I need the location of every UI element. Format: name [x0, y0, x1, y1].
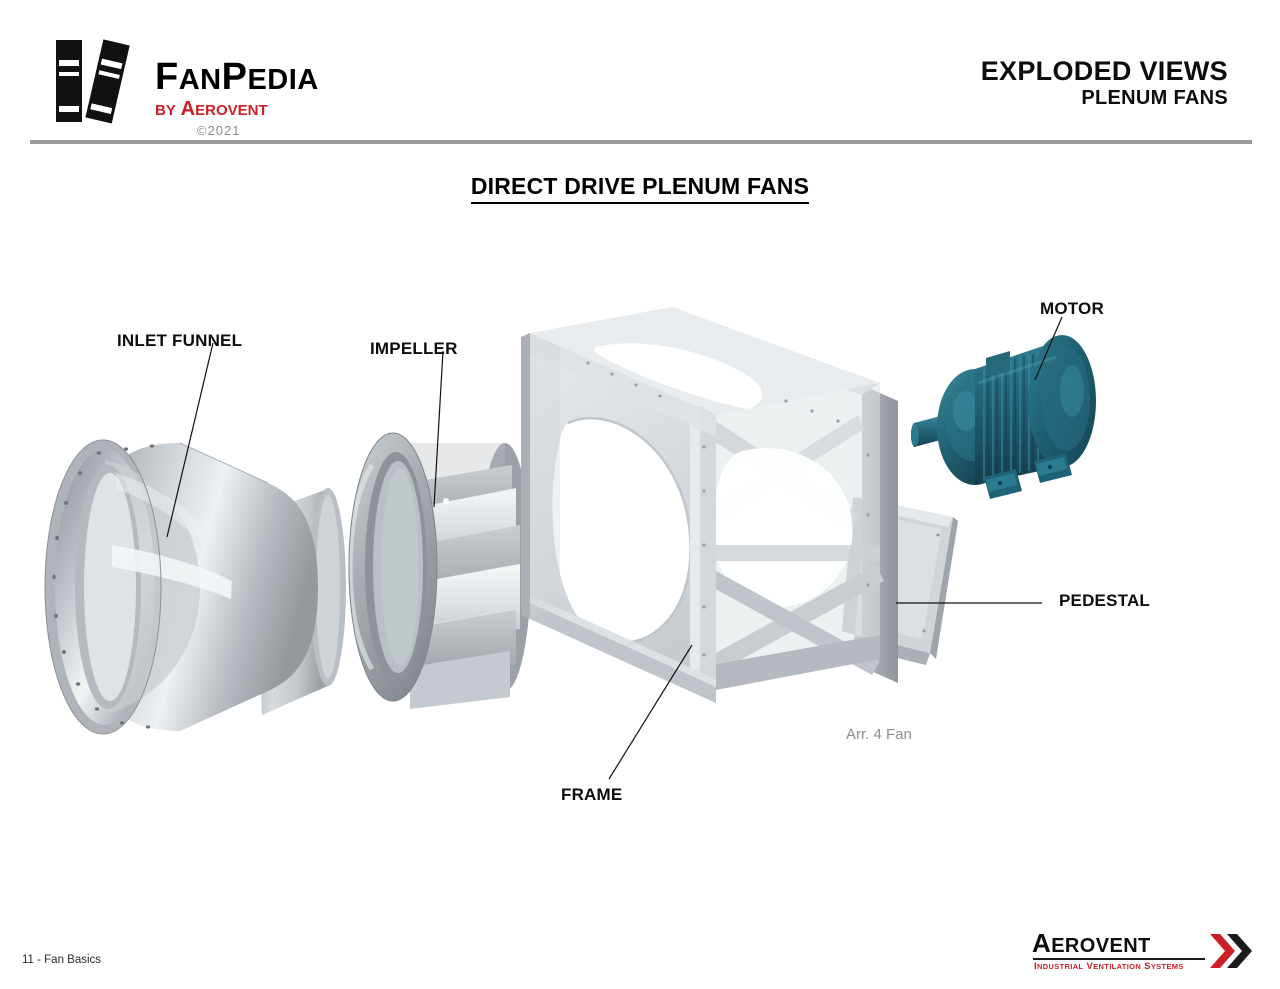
callout-inlet-funnel: INLET FUNNEL	[117, 331, 243, 350]
header-title-main: EXPLODED VIEWS	[980, 56, 1228, 86]
aerovent-wordmark: AEROVENT	[1032, 928, 1151, 958]
double-chevron-right-icon	[1210, 934, 1252, 968]
component-impeller	[347, 432, 531, 709]
inlet-funnel-bolt-holes	[52, 444, 155, 729]
callout-motor: MOTOR	[1040, 299, 1104, 318]
slide-title: DIRECT DRIVE PLENUM FANS	[0, 173, 1280, 204]
books-icon	[56, 39, 130, 124]
motor-conduit-box	[986, 351, 1010, 377]
leader-motor	[1034, 316, 1063, 381]
leader-frame	[608, 644, 693, 780]
fanpedia-logo: FANPEDIA BY AEROVENT ©2021	[50, 32, 470, 140]
leader-lines	[166, 316, 1063, 780]
footer-page-label: 11 - Fan Basics	[22, 954, 102, 966]
header-title: EXPLODED VIEWS PLENUM FANS	[981, 56, 1228, 110]
aerovent-tagline: INDUSTRIAL VENTILATION SYSTEMS	[1034, 961, 1184, 972]
fanpedia-byline: BY AEROVENT	[155, 98, 268, 120]
diagram-canvas	[44, 307, 1096, 780]
header-divider	[30, 140, 1252, 144]
slide-title-text: DIRECT DRIVE PLENUM FANS	[470, 173, 810, 204]
component-frame	[521, 307, 898, 703]
aerovent-logo-rule	[1033, 958, 1205, 960]
arrangement-annotation: Arr. 4 Fan	[846, 726, 912, 743]
frame-inlet-opening	[552, 418, 691, 643]
leader-impeller	[433, 350, 444, 508]
page-header: FANPEDIA BY AEROVENT ©2021 EXPLODED VIEW…	[0, 0, 1280, 145]
callout-frame: FRAME	[561, 785, 623, 804]
fanpedia-wordmark: FANPEDIA BY AEROVENT ©2021	[155, 58, 465, 138]
copyright-text: ©2021	[197, 123, 241, 138]
frame-fasteners	[586, 361, 870, 657]
motor-feet	[984, 453, 1072, 499]
aerovent-logo: AEROVENT INDUSTRIAL VENTILATION SYSTEMS	[1032, 930, 1254, 978]
leader-inlet-funnel	[166, 342, 214, 538]
exploded-view-diagram	[0, 215, 1280, 905]
callout-impeller: IMPELLER	[370, 339, 458, 358]
component-motor	[911, 335, 1096, 499]
callout-pedestal: PEDESTAL	[1059, 591, 1151, 610]
fanpedia-brand-text: FANPEDIA	[155, 56, 319, 98]
header-title-sub: PLENUM FANS	[1081, 87, 1228, 110]
component-inlet-funnel	[44, 439, 346, 735]
